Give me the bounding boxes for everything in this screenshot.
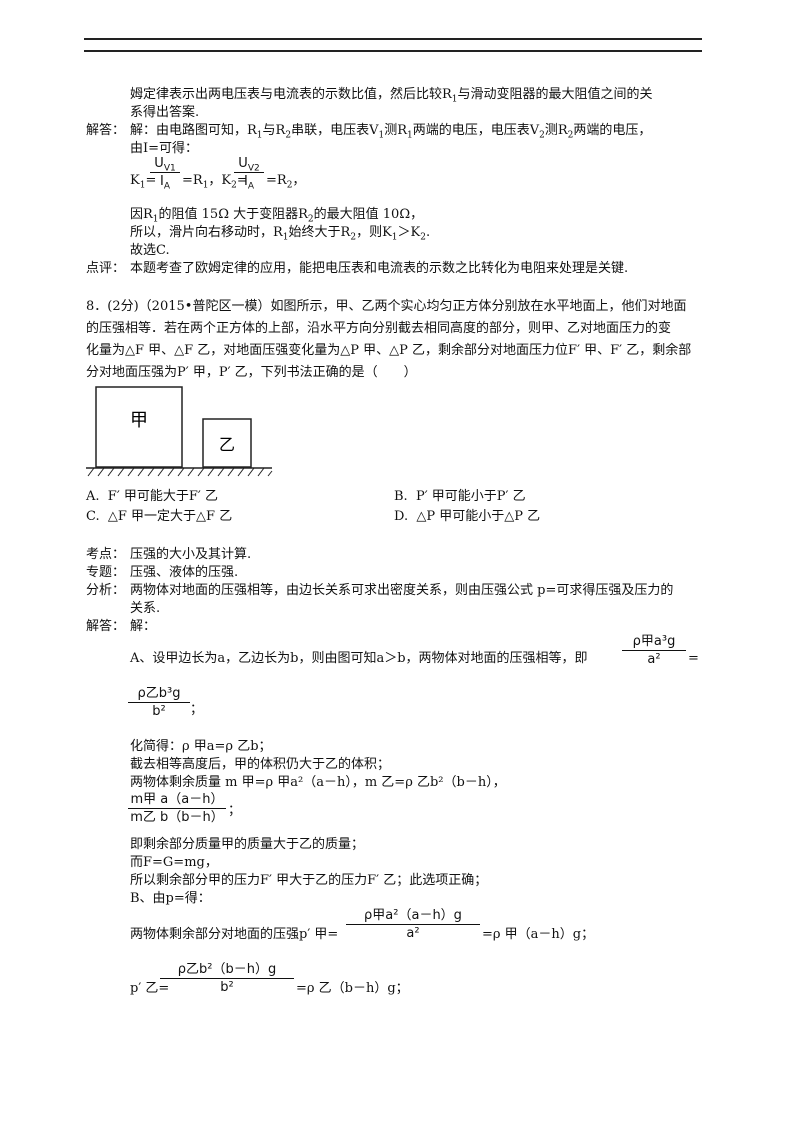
analysis-tail-line-2: 系得出答案. xyxy=(130,105,200,120)
ground-hatch xyxy=(87,467,273,477)
simplify-line: 化简得：ρ 甲a=ρ 乙b； xyxy=(130,739,272,754)
k1-prefix: K1= xyxy=(130,173,157,191)
answer-line-2: 由I=可得： xyxy=(130,141,199,156)
fraction-3-tail: ； xyxy=(228,803,242,818)
fraction-1-eq: = xyxy=(688,651,699,666)
k2-suffix: =R2， xyxy=(266,173,306,191)
choose-line: 故选C. xyxy=(130,243,170,258)
question-line-3: 化量为△F 甲、△F 乙，对地面压强变化量为△P 甲、△P 乙，剩余部分对地面压… xyxy=(86,343,692,358)
analysis-tail-line-1: 姆定律表示出两电压表与电流表的示数比值，然后比较R1与滑动变阻器的最大阻值之间的… xyxy=(130,87,653,105)
comment-text: 本题考查了欧姆定律的应用，能把电压表和电流表的示数之比转化为电阻来处理是关键. xyxy=(130,261,629,276)
zhuanti-label: 专题： xyxy=(86,565,126,580)
jieda-text: 解： xyxy=(130,619,157,634)
label-yi: 乙 xyxy=(219,435,235,454)
fenxi-line-1: 两物体对地面的压强相等，由边长关系可求出密度关系，则由压强公式 p=可求得压强及… xyxy=(130,583,674,598)
conclusion-line: 所以，滑片向右移动时，R1始终大于R2，则K1＞K2. xyxy=(130,225,431,243)
fraction-3: m甲 a（a－h）m乙 b（b－h） xyxy=(128,792,226,825)
resistance-line: 因R1的阻值 15Ω 大于变阻器R2的最大阻值 10Ω， xyxy=(130,207,424,225)
cut-line: 截去相等高度后，甲的体积仍大于乙的体积； xyxy=(130,757,391,772)
b-line: B、由p=得： xyxy=(130,891,211,906)
pressure-jia-suffix: =ρ 甲（a－h）g； xyxy=(482,927,595,942)
k1-fraction: UV1 IA xyxy=(150,156,180,191)
zhuanti-text: 压强、液体的压强. xyxy=(130,565,239,580)
question-line-1: 8．(2分)（2015•普陀区一模）如图所示，甲、乙两个实心均匀正方体分别放在水… xyxy=(86,299,687,314)
answer-label: 解答： xyxy=(86,123,126,138)
mass-conclusion: 即剩余部分质量甲的质量大于乙的质量； xyxy=(130,837,365,852)
kaodian-label: 考点： xyxy=(86,547,126,562)
option-a-analysis: A、设甲边长为a，乙边长为b，则由图可知a＞b，两物体对地面的压强相等，即 xyxy=(130,651,588,666)
k1-suffix: =R1，K2= xyxy=(182,173,248,191)
option-d: D. △P 甲可能小于△P 乙 xyxy=(394,509,541,524)
header-rule-top xyxy=(84,38,702,40)
a-conclusion: 所以剩余部分甲的压力F′ 甲大于乙的压力F′ 乙；此选项正确； xyxy=(130,873,488,888)
option-c: C. △F 甲一定大于△F 乙 xyxy=(86,509,233,524)
comment-label: 点评： xyxy=(86,261,126,276)
fenxi-label: 分析： xyxy=(86,583,126,598)
pressure-yi-suffix: =ρ 乙（b－h）g； xyxy=(296,981,409,996)
cube-yi xyxy=(202,418,252,468)
pressure-yi-prefix: p′ 乙= xyxy=(130,981,170,996)
fraction-2-tail: ； xyxy=(190,702,204,717)
fgm-line: 而F=G=mg， xyxy=(130,855,218,870)
pressure-jia-prefix: 两物体剩余部分对地面的压强p′ 甲= xyxy=(130,927,339,942)
label-jia: 甲 xyxy=(130,410,148,431)
jieda-label: 解答： xyxy=(86,619,126,634)
header-rule-bottom xyxy=(84,50,702,52)
question-line-4: 分对地面压强为P′ 甲，P′ 乙，下列书法正确的是（ ） xyxy=(86,365,417,380)
cubes-figure: 甲 乙 xyxy=(86,386,273,477)
k2-fraction: UV2 IA xyxy=(234,156,264,191)
option-b: B. P′ 甲可能小于P′ 乙 xyxy=(394,489,526,504)
answer-line-1: 解：由电路图可知，R1与R2串联，电压表V1测R1两端的电压，电压表V2测R2两… xyxy=(130,123,652,141)
mass-line: 两物体剩余质量 m 甲=ρ 甲a²（a－h），m 乙=ρ 乙b²（b－h）， xyxy=(130,775,506,790)
question-line-2: 的压强相等．若在两个正方体的上部，沿水平方向分别截去相同高度的部分，则甲、乙对地… xyxy=(86,321,672,336)
cube-jia xyxy=(95,386,183,468)
fenxi-line-2: 关系. xyxy=(130,601,161,616)
option-a: A. F′ 甲可能大于F′ 乙 xyxy=(86,489,219,504)
kaodian-text: 压强的大小及其计算. xyxy=(130,547,252,562)
